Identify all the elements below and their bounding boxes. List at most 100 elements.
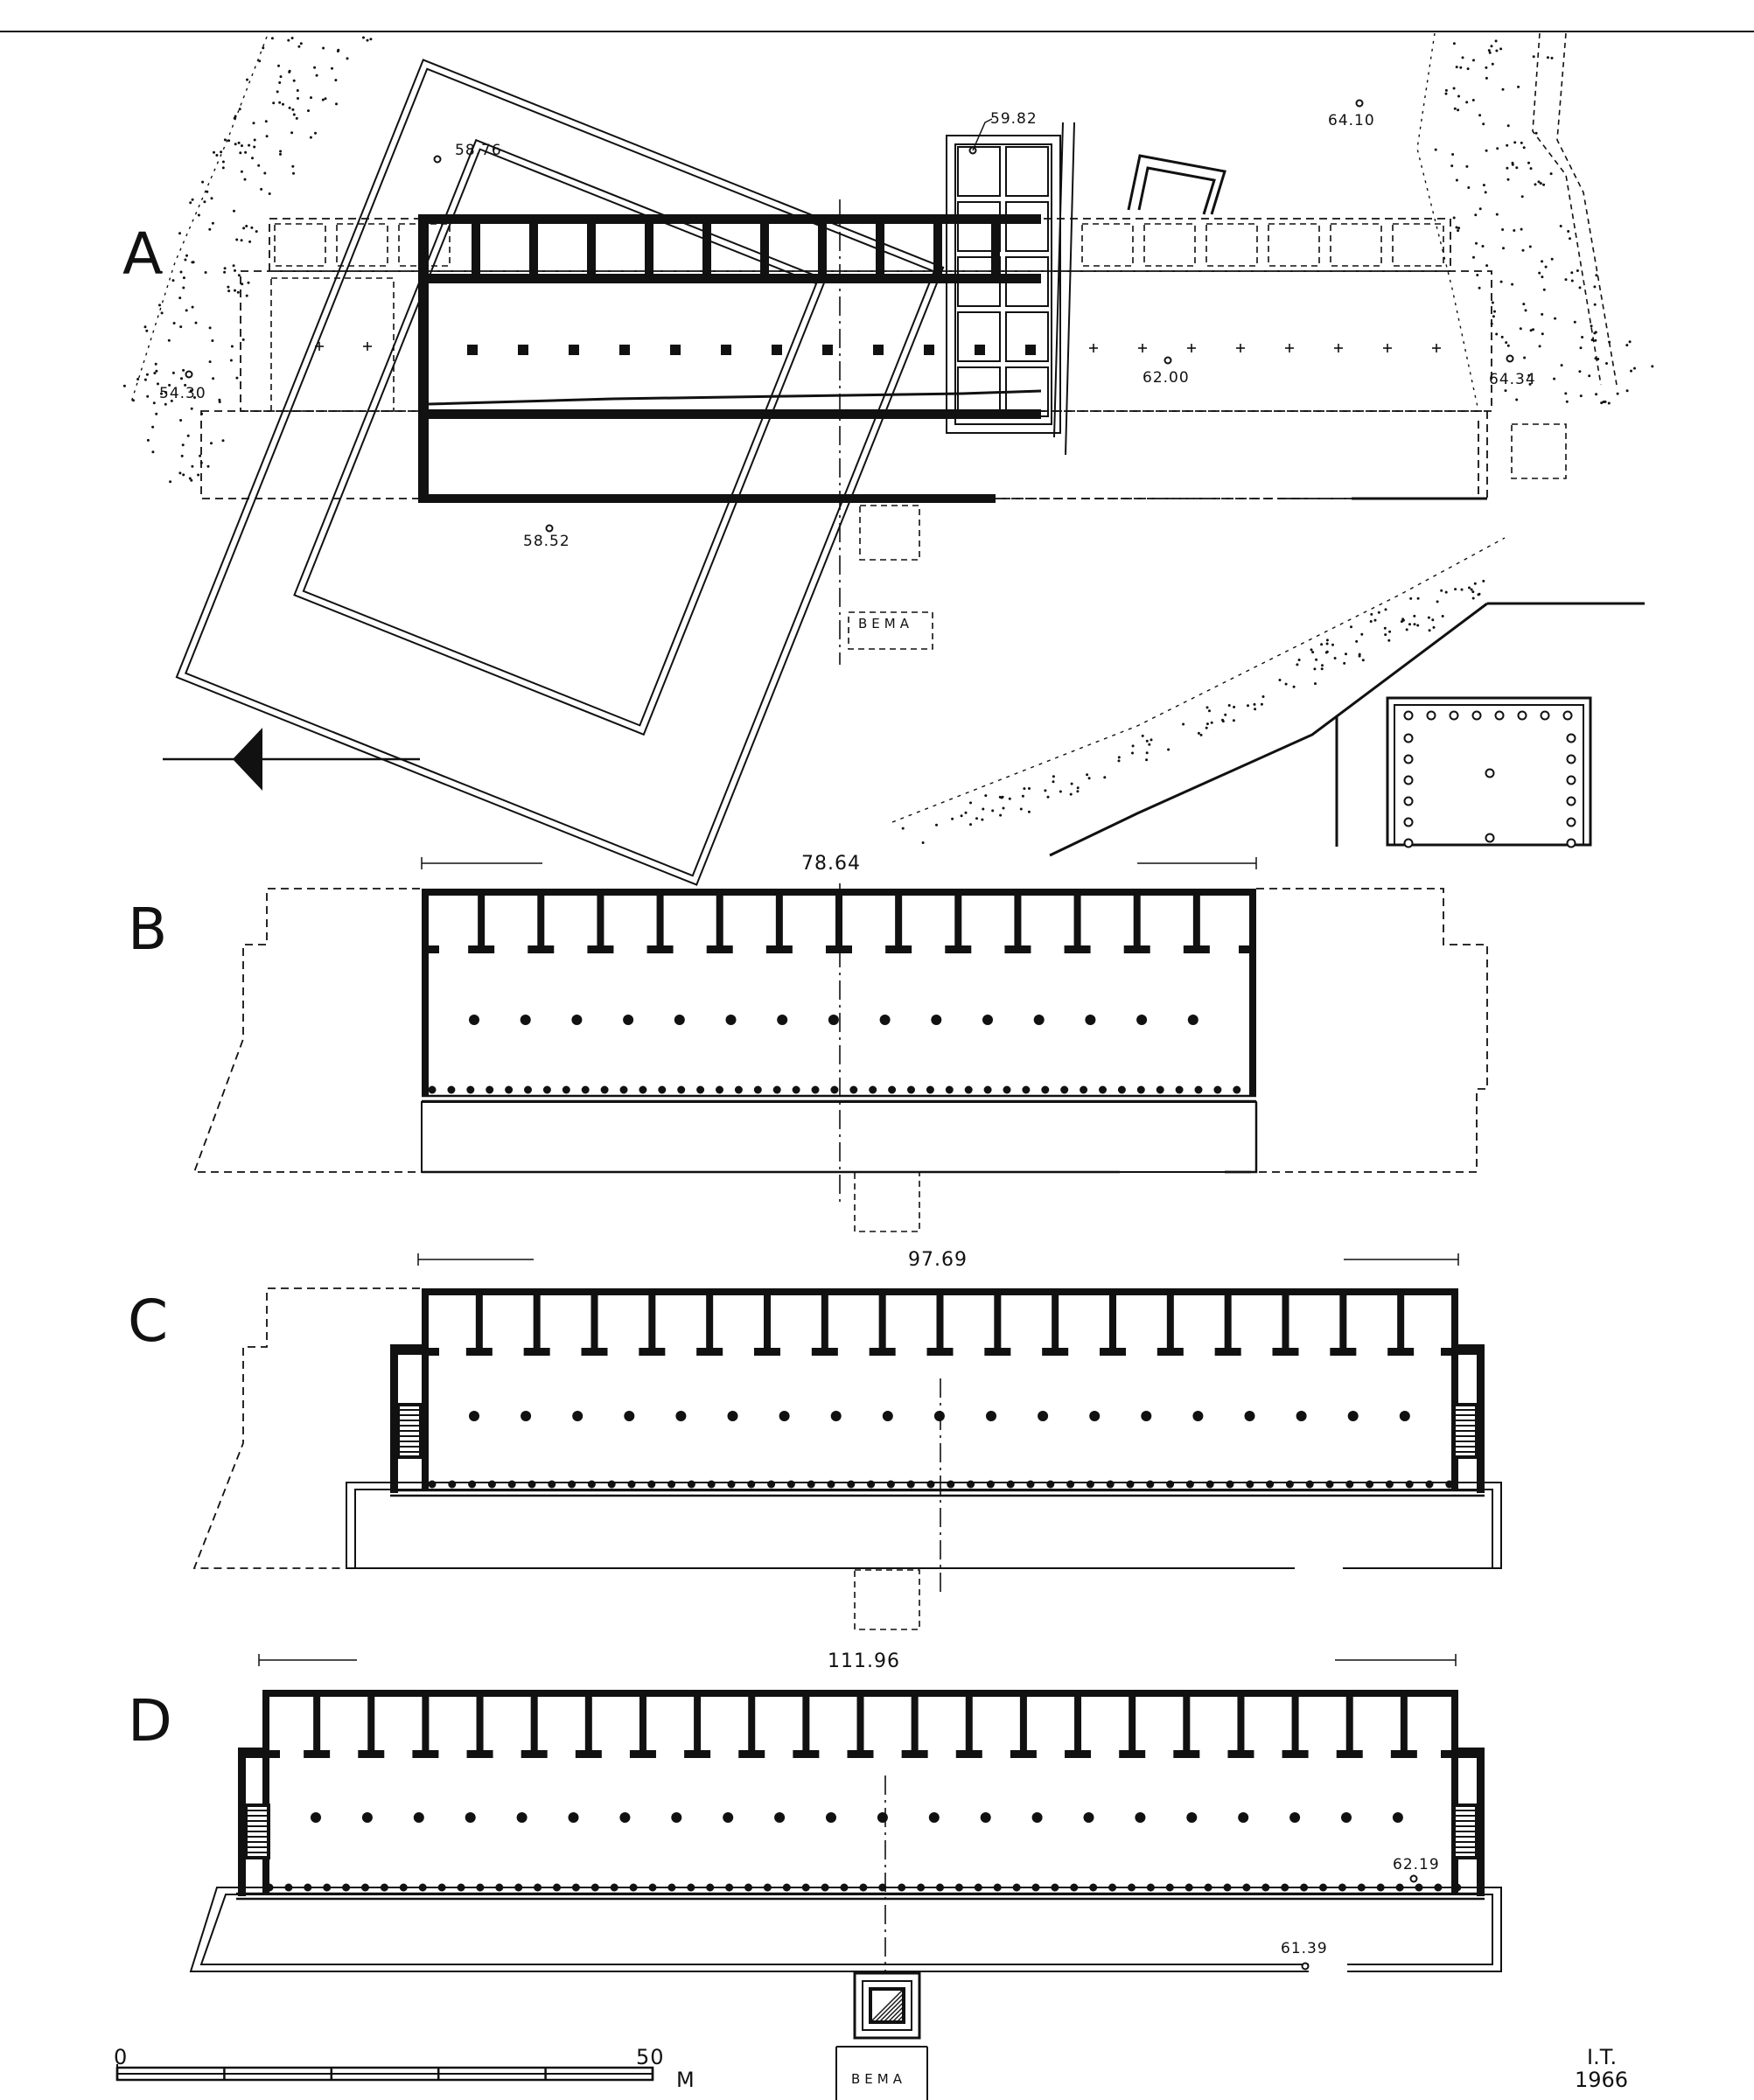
rock-stipple	[277, 64, 280, 67]
rock-stipple	[1537, 180, 1541, 184]
shop-door-pier	[639, 1348, 666, 1356]
interior-column	[1136, 1015, 1148, 1025]
peristyle-column	[1494, 710, 1505, 721]
colonnade-column	[468, 1480, 477, 1489]
shop-partition	[1014, 889, 1022, 953]
shop-partition	[802, 1690, 810, 1758]
early-pier	[975, 345, 985, 355]
rock-stipple	[1465, 164, 1469, 168]
rock-stipple	[1468, 586, 1471, 590]
rock-stipple	[1542, 183, 1546, 186]
rock-stipple	[1541, 312, 1544, 316]
rock-stipple	[1470, 588, 1473, 591]
rock-stipple	[178, 297, 182, 300]
rock-stipple	[236, 290, 240, 294]
rock-stipple	[1484, 191, 1487, 194]
interior-column	[413, 1812, 424, 1823]
shop-door-pier	[1100, 1348, 1126, 1356]
rock-stipple	[1452, 42, 1456, 45]
colonnade-column	[986, 1480, 995, 1489]
rock-stipple	[1296, 663, 1299, 666]
rock-stipple	[182, 286, 185, 290]
rock-stipple	[155, 369, 158, 373]
rock-stipple	[260, 187, 263, 191]
rock-stipple	[247, 281, 250, 284]
shop-partition	[994, 1288, 1002, 1356]
rock-stipple	[296, 89, 299, 92]
rock-stipple	[1472, 59, 1475, 62]
elevation-label: 62.19	[1393, 1856, 1440, 1873]
shop-partition	[878, 1288, 886, 1356]
rock-stipple	[290, 131, 294, 135]
terrace-outline	[189, 1887, 1502, 1972]
shop-partition	[1397, 1288, 1405, 1356]
shop-partition	[648, 1288, 656, 1356]
rock-stipple	[184, 383, 187, 387]
rock-stipple	[1475, 241, 1478, 245]
rock-stipple	[146, 438, 150, 442]
shop-door-pier	[466, 1750, 493, 1758]
rock-stipple	[1581, 336, 1584, 338]
colonnade-column	[1026, 1480, 1035, 1489]
interior-column	[1033, 1015, 1045, 1025]
rock-stipple	[268, 192, 271, 195]
rock-stipple	[1384, 608, 1387, 611]
later-shop	[1081, 223, 1134, 267]
interior-column	[671, 1812, 682, 1823]
rock-stipple	[1515, 166, 1519, 170]
small-structure	[1137, 166, 1216, 215]
rock-stipple	[1205, 722, 1209, 726]
rock-stipple	[230, 345, 234, 348]
rock-stipple	[1513, 141, 1517, 144]
colonnade-column	[983, 1085, 992, 1094]
shop-partition	[1291, 1690, 1299, 1758]
enclosure-inner	[293, 138, 827, 736]
shop-door-pier	[1387, 1348, 1415, 1356]
colonnade-column	[945, 1085, 954, 1094]
rock-stipple	[1511, 161, 1514, 164]
colonnade-column	[1003, 1085, 1011, 1094]
rock-stipple	[1487, 49, 1491, 52]
shop-partition	[1183, 1690, 1191, 1758]
rock-stipple	[1145, 758, 1149, 762]
rock-stipple	[160, 392, 163, 395]
colonnade-column	[967, 1480, 975, 1489]
rock-stipple	[1117, 756, 1121, 759]
elevation-label: 59.82	[990, 110, 1038, 128]
rock-stipple	[199, 454, 202, 457]
rock-stipple	[1472, 255, 1475, 259]
rock-stipple	[258, 59, 262, 63]
b-outline-dashed	[192, 888, 420, 1173]
later-cell	[957, 146, 1001, 197]
rock-stipple	[322, 46, 325, 50]
shop-partition	[584, 1690, 592, 1758]
colonnade-column	[667, 1480, 676, 1489]
rock-stipple	[1559, 225, 1562, 227]
rock-stipple	[921, 841, 925, 844]
rock-stipple	[1651, 365, 1654, 368]
interior-column	[877, 1812, 888, 1823]
colonnade-column	[542, 1085, 551, 1094]
rock-stipple	[180, 377, 183, 380]
rock-stipple	[1436, 600, 1439, 603]
rock-stipple	[1570, 279, 1574, 283]
rock-stipple	[288, 69, 291, 73]
rock-stipple	[1538, 271, 1541, 275]
later-shop	[1392, 223, 1444, 267]
early-pier	[619, 345, 630, 355]
rock-stipple	[1578, 286, 1582, 290]
shop-partition	[856, 1690, 864, 1758]
rock-stipple	[1478, 114, 1482, 117]
rock-stipple	[1167, 748, 1170, 751]
colonnade-column	[1046, 1480, 1055, 1489]
interior-column	[986, 1411, 996, 1421]
shop-partition	[476, 1690, 484, 1758]
rock-stipple	[235, 238, 239, 241]
rock-stipple	[235, 376, 239, 380]
rock-stipple	[1513, 229, 1516, 232]
rock-stipple	[1428, 629, 1431, 632]
rock-stipple	[295, 116, 298, 120]
colonnade-column	[1425, 1480, 1434, 1489]
rock-stipple	[270, 37, 274, 40]
